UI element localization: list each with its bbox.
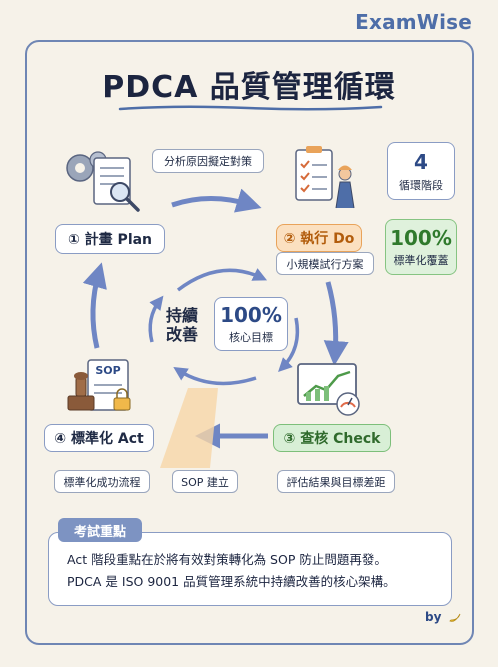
sop-tag: SOP 建立 — [172, 470, 238, 493]
do-clipboard-worker-icon — [295, 146, 355, 209]
exam-key-points-box: Act 階段重點在於將有效對策轉化為 SOP 防止問題再發。 PDCA 是 IS… — [48, 532, 452, 606]
step-plan-label: ① 計畫 Plan — [55, 224, 165, 254]
core-goal-label: 核心目標 — [229, 331, 273, 344]
stat-standard-label: 標準化覆蓋 — [393, 254, 449, 267]
inner-arrow-left — [148, 295, 164, 343]
exam-line-1: Act 階段重點在於將有效對策轉化為 SOP 防止問題再發。 — [67, 552, 387, 567]
act-note: 標準化成功流程 — [54, 470, 150, 493]
arrow-plan-to-do — [171, 188, 262, 213]
byline: by — [425, 610, 462, 624]
page-title: PDCA 品質管理循環 — [102, 70, 396, 105]
plan-gears-magnifier-icon — [66, 151, 140, 212]
exam-key-points-label: 考試重點 — [58, 518, 142, 542]
check-note: 評估結果與目標差距 — [277, 470, 395, 493]
stat-standard-value: 100% — [390, 226, 452, 250]
core-goal-box: 100% 核心目標 — [214, 297, 288, 351]
inner-arrow-right — [278, 317, 300, 372]
title-underline-decoration — [118, 105, 383, 111]
center-line-1: 持續 — [165, 306, 198, 325]
step-act-label: ④ 標準化 Act — [44, 424, 154, 452]
stat-standardization: 100% 標準化覆蓋 — [385, 219, 457, 275]
core-goal-value: 100% — [220, 303, 282, 327]
banana-icon — [448, 613, 460, 622]
continuous-improvement-label: 持續 改善 — [154, 297, 210, 353]
check-monitor-chart-icon — [297, 363, 360, 416]
do-note: 小規模試行方案 — [276, 252, 374, 275]
inner-arrow-bottom — [173, 366, 257, 386]
act-sop-document-icon — [67, 359, 131, 411]
stat-cycle-value: 4 — [414, 149, 428, 174]
stat-cycle-count: 4 循環階段 — [387, 142, 455, 200]
content-frame — [25, 40, 474, 645]
step-check-label: ③ 查核 Check — [273, 424, 391, 452]
byline-text: by — [425, 610, 442, 624]
plan-note: 分析原因擬定對策 — [152, 149, 264, 173]
inner-arrow-top — [176, 268, 268, 292]
center-line-2: 改善 — [165, 325, 198, 344]
stat-cycle-label: 循環階段 — [399, 178, 443, 192]
brand-logo: ExamWise — [355, 10, 472, 34]
exam-line-2: PDCA 是 ISO 9001 品質管理系統中持續改善的核心架構。 — [67, 574, 396, 589]
step-do-label: ② 執行 Do — [276, 224, 362, 252]
sop-highlight-beam — [160, 388, 218, 468]
sop-document-label: SOP — [95, 364, 121, 377]
arrow-do-to-check — [323, 281, 349, 366]
arrow-act-to-plan — [82, 262, 107, 349]
